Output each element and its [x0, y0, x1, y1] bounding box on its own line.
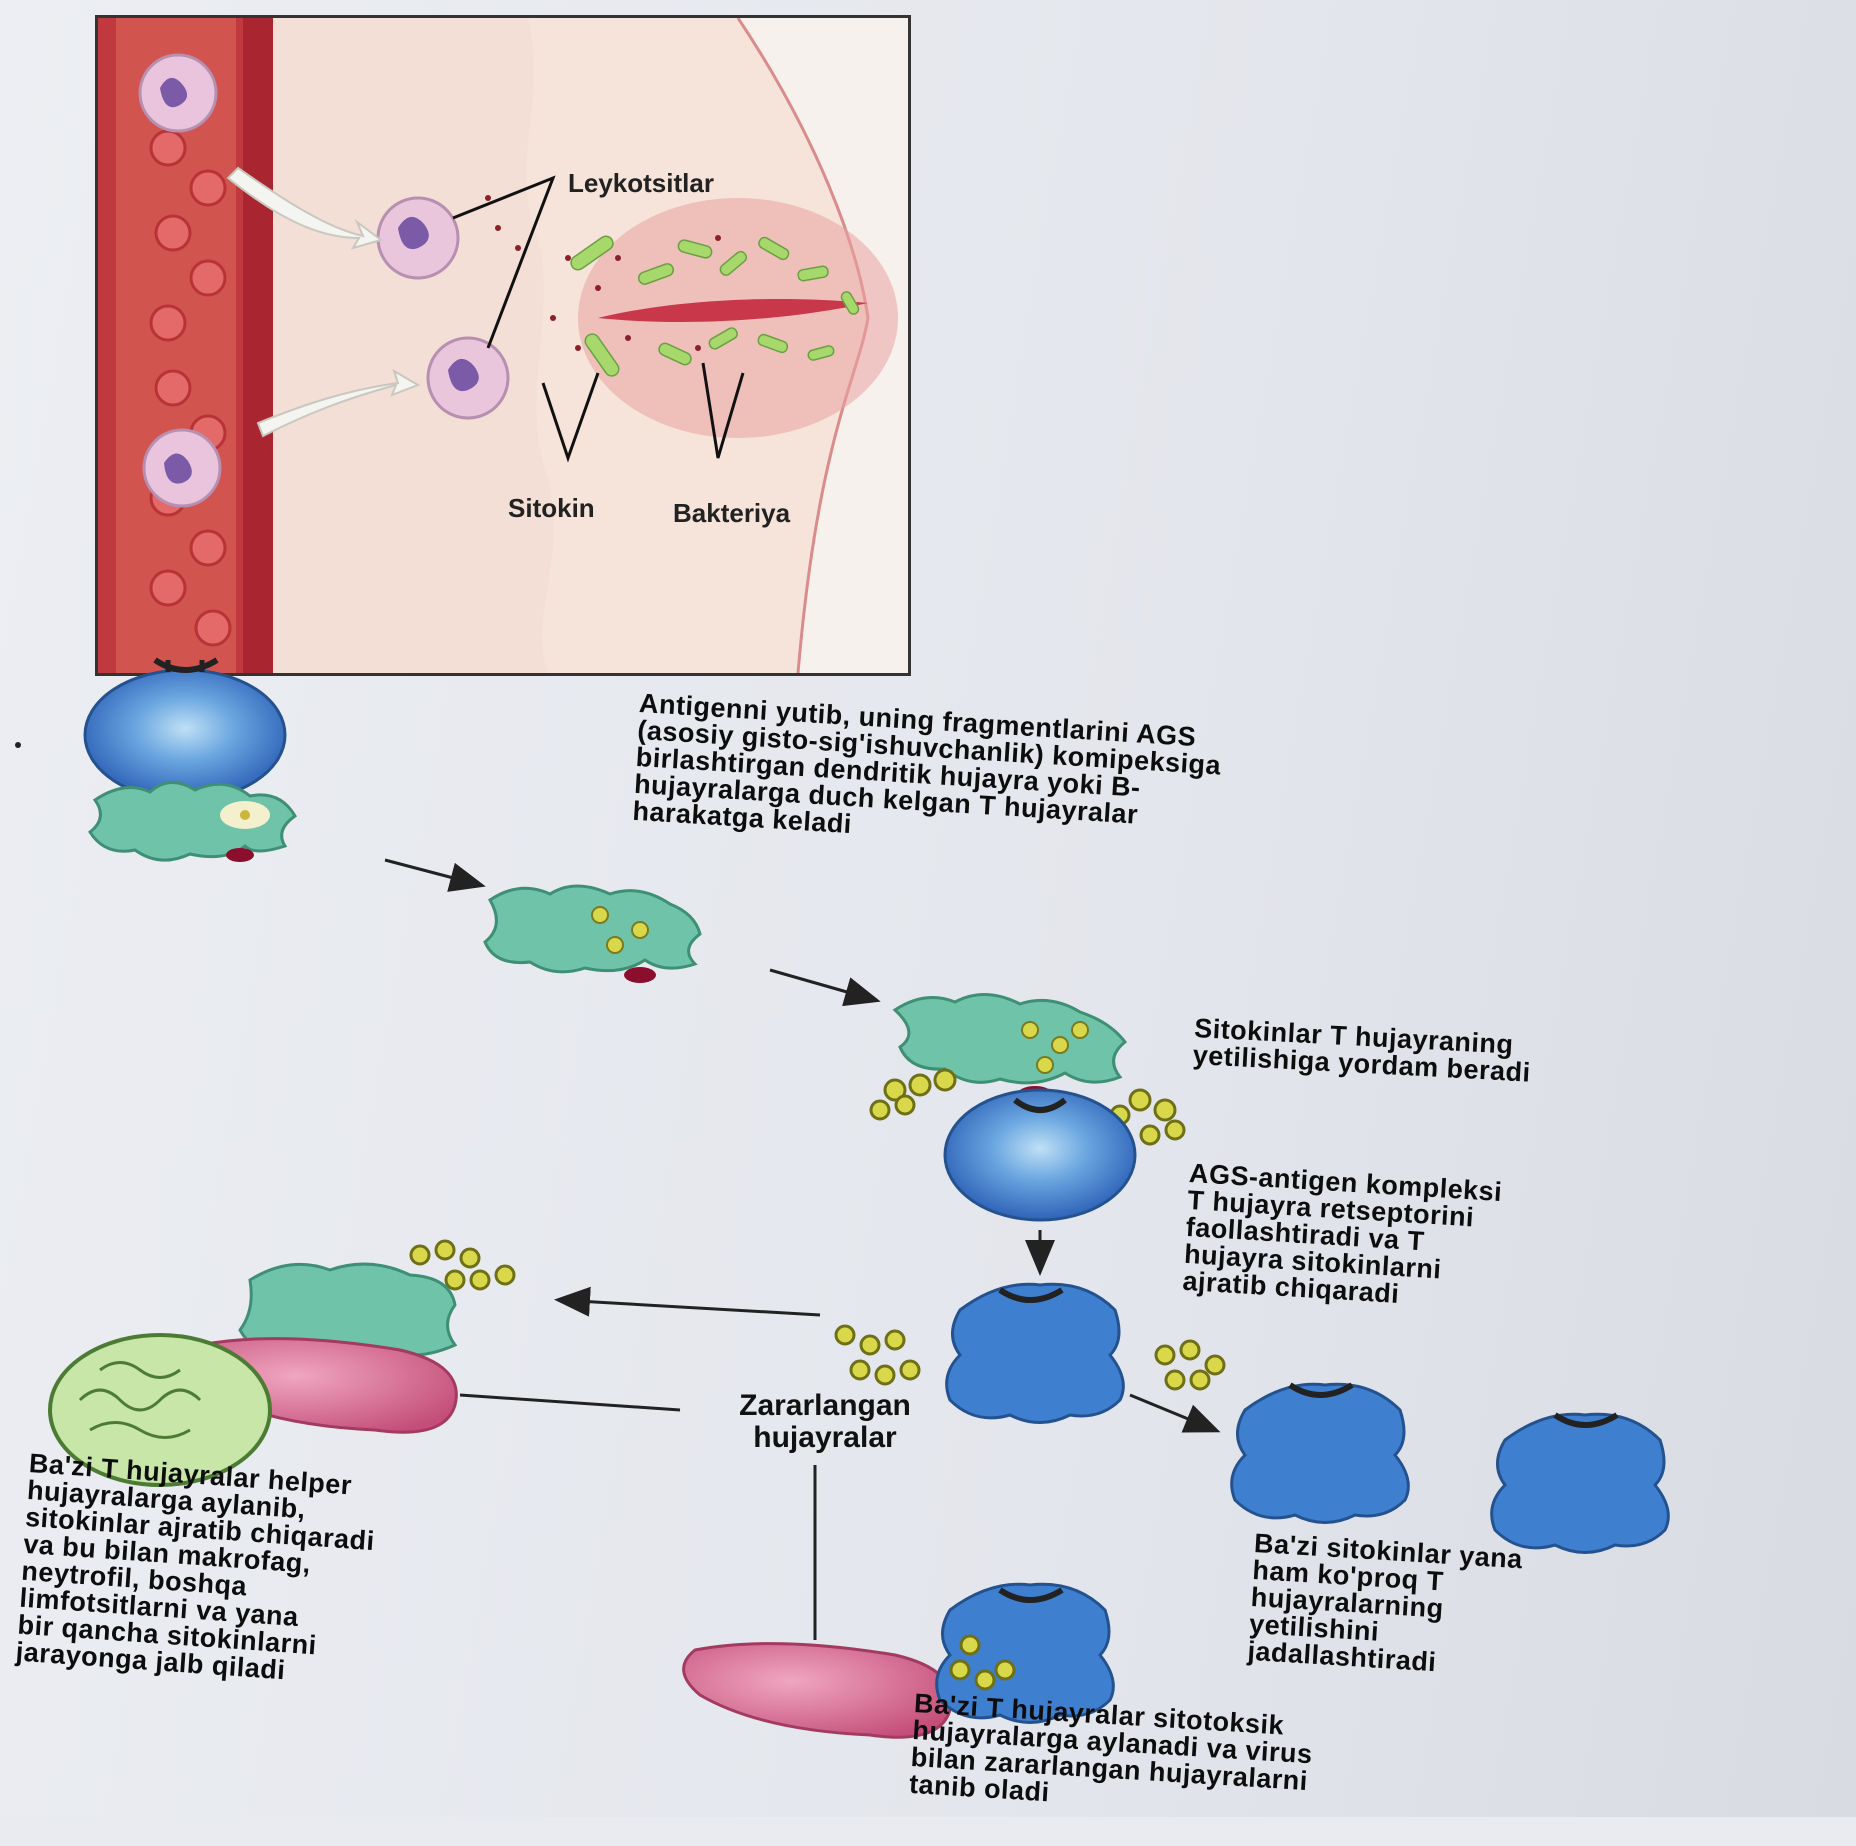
arrow-icon [385, 860, 480, 885]
arrow-icon [560, 1300, 820, 1315]
page-dot [15, 742, 21, 748]
t-cell-icon [85, 660, 285, 800]
arrow-icon [770, 970, 875, 1000]
t-cell-icon [1232, 1384, 1409, 1522]
t-cell-icon [945, 1090, 1135, 1220]
damaged-cells-label: Zararlangan hujayralar [670, 1390, 980, 1454]
label-line [460, 1395, 680, 1410]
dendritic-cell-icon [90, 782, 295, 862]
t-cell-icon [1492, 1414, 1669, 1552]
infected-cell-icon [684, 1644, 952, 1738]
dendritic-cell-icon [485, 886, 700, 983]
arrow-icon [1130, 1395, 1215, 1430]
